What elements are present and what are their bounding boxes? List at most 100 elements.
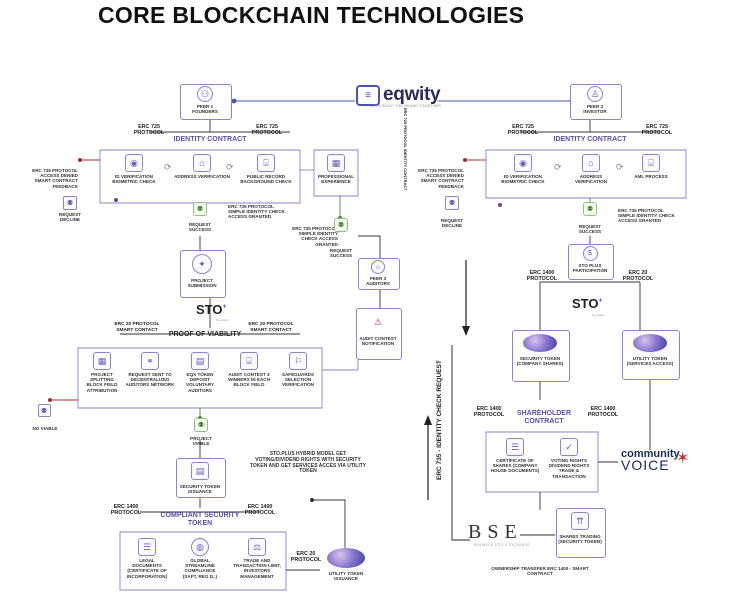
safeguard-icon: ⚐ bbox=[289, 352, 307, 370]
peer2-node: ♙ PEER 2 INVESTOR bbox=[574, 86, 616, 114]
erc20-right: ERC 20 PROTOCOL bbox=[622, 270, 654, 282]
ct-item-2-label: GLOBAL STREAMLINE COMPLIANCE (SAFT, REG … bbox=[182, 558, 218, 579]
shareholder-contract-title: SHAREHOLDER CONTRACT bbox=[516, 410, 572, 425]
sto-participation-node: $ STO PLUS PARTICIPATION bbox=[570, 246, 610, 273]
certificate-label: CERTIFICATE OF SHARES (COMPANY HOUSE DOC… bbox=[490, 458, 540, 474]
address-verification-node: ⌂ ADDRESS VERIFICATION bbox=[174, 154, 230, 179]
proof-of-viability-title: PROOF OF VIABILITY bbox=[168, 331, 242, 338]
request-success-label: REQUEST SUCCESS bbox=[188, 222, 212, 233]
project-viable-node: ⚉ bbox=[190, 418, 212, 432]
shares-trading-node: ⇈ SHARES TRADING (SECURITY TOKEN) bbox=[558, 512, 602, 544]
sto-logo-right-sub: by eqwity bbox=[592, 313, 605, 317]
page-title: CORE BLOCKCHAIN TECHNOLOGIES bbox=[98, 2, 525, 28]
utility-issuance-node: UTILITY TOKEN ISSUANCE bbox=[324, 548, 368, 581]
erc725-label-b: ERC 725 PROTOCOL bbox=[251, 124, 283, 136]
token-blob-icon bbox=[327, 548, 365, 568]
request-decline-node: ⚉ bbox=[58, 196, 82, 210]
compliant-token-title: COMPLIANT SECURITY TOKEN bbox=[160, 512, 240, 527]
utility-token-label: UTILITY TOKEN (SERVICES ACCESS) bbox=[626, 356, 674, 367]
request-success-right-label: REQUEST SUCCESS bbox=[578, 224, 602, 235]
refresh-icon-4: ⟳ bbox=[616, 162, 624, 172]
founders-icon: ⚇ bbox=[197, 86, 213, 102]
erc1400-right-a: ERC 1400 PROTOCOL bbox=[473, 406, 505, 418]
request-success-label-2: REQUEST SUCCESS bbox=[329, 248, 353, 259]
no-viable-label: NO VIABLE bbox=[32, 426, 58, 431]
pov-item-5: ⚐ SAFEGUARDS SELECTION VERIFICATION bbox=[276, 352, 320, 388]
aml-node: ⌸ AML PROCESS bbox=[626, 154, 676, 179]
shares-trading-label: SHARES TRADING (SECURITY TOKEN) bbox=[558, 534, 602, 545]
ownership-transfer-label: OWNERSHIP TRANSFER ERC 1400 - SMART CONT… bbox=[491, 566, 589, 577]
utility-issuance-label: UTILITY TOKEN ISSUANCE bbox=[328, 571, 364, 582]
id-verification-label: ID VERIFICATION BIOMETRIC CHECK bbox=[112, 174, 156, 185]
token-issue-icon: ▤ bbox=[191, 462, 209, 480]
erc735-granted-label: ERC 735 PROTOCOL SIMPLE IDENTITY CHECK A… bbox=[228, 204, 285, 220]
sto-logo-left: STO+ bbox=[196, 302, 227, 317]
erc20-label-c: ERC 20 PROTOCOL bbox=[290, 551, 322, 563]
erc20-smart-b: ERC 20 PROTOCOL SMART CONTACT bbox=[248, 322, 294, 333]
house-icon: ⌂ bbox=[193, 154, 211, 172]
identity-check-vertical-label: ERC 735 - IDENTITY CHECK REQUEST bbox=[436, 360, 443, 480]
request-decline-label: REQUEST DECLINE bbox=[58, 212, 82, 223]
token-deposit-icon: ▤ bbox=[191, 352, 209, 370]
trade-icon: ⚖ bbox=[248, 538, 266, 556]
public-record-label: PUBLIC RECORD BACKGROUND CHECK bbox=[240, 174, 292, 185]
id-verification-right-label: ID VERIFICATION BIOMETRIC CHECK bbox=[501, 174, 545, 185]
contest-icon: ⌸ bbox=[240, 352, 258, 370]
security-token-label: SECURITY TOKEN (COMPANY SHARES) bbox=[516, 356, 564, 367]
erc1400-right-b: ERC 1400 PROTOCOL bbox=[587, 406, 619, 418]
address-verification-label: ADDRESS VERIFICATION bbox=[174, 174, 230, 179]
success-icon-right: ⚉ bbox=[583, 202, 597, 216]
audit-notification-label: AUDIT CONTEST NOTIFICATION bbox=[359, 336, 397, 347]
voting-icon: ✓ bbox=[560, 438, 578, 456]
request-success-node: ⚉ bbox=[188, 202, 212, 216]
erc725-right-b: ERC 725 PROTOCOL bbox=[641, 124, 673, 136]
id-verification-node: ◉ ID VERIFICATION BIOMETRIC CHECK bbox=[104, 154, 164, 184]
project-submission-label: PROJECT SUBMISSION bbox=[187, 278, 217, 289]
request-decline-right-label: REQUEST DECLINE bbox=[440, 218, 464, 229]
refresh-icon: ⟳ bbox=[164, 162, 172, 172]
security-token-node: SECURITY TOKEN (COMPANY SHARES) bbox=[514, 334, 566, 366]
fingerprint-icon-right: ◉ bbox=[514, 154, 532, 172]
viable-icon: ⚉ bbox=[194, 418, 208, 432]
peer3-box bbox=[358, 258, 400, 290]
security-token-issuance-label: SECURITY TOKEN ISSUANCE bbox=[179, 484, 221, 495]
ct-item-1-label: LEGAL DOCUMENTS (CERTIFICATE OF INCORPOR… bbox=[126, 558, 168, 579]
peer2-label: PEER 2 INVESTOR bbox=[583, 104, 607, 115]
erc20-smart-a: ERC 20 PROTOCOL SMART CONTACT bbox=[114, 322, 160, 333]
decline-icon-right: ⚉ bbox=[445, 196, 459, 210]
success-icon-2: ⚉ bbox=[334, 218, 348, 232]
investor-icon: ♙ bbox=[587, 86, 603, 102]
security-token-blob-icon bbox=[523, 334, 557, 352]
address-verification-right-label: ADDRESS VERIFICATION bbox=[574, 174, 608, 185]
legal-doc-icon: ☰ bbox=[138, 538, 156, 556]
project-viable-label: PROJECT VIABLE bbox=[190, 436, 212, 447]
eqwity-tagline: LET'S BUILD THE BRAND TOGETHER bbox=[370, 104, 442, 108]
bse-logo-sub: BUSINESS STOCK EXCHANGE bbox=[474, 543, 530, 547]
voting-node: ✓ VOTING RIGHTS DIVIDEND RIGHTS TRADE & … bbox=[544, 438, 594, 479]
pov-item-2: ⚭ REQUEST SENT TO DECENTRALIZED AUDITORS… bbox=[124, 352, 176, 388]
community-voice-word: VOICE bbox=[621, 457, 670, 473]
pov-item-1-label: PROJECT SPLITTING BLOCK FIELD ATTRIBUTIO… bbox=[86, 372, 118, 393]
blocks-icon: ▦ bbox=[93, 352, 111, 370]
lightbulb-icon: ✦ bbox=[192, 254, 212, 274]
courthouse-icon-right: ⌸ bbox=[642, 154, 660, 172]
public-record-node: ⌸ PUBLIC RECORD BACKGROUND CHECK bbox=[236, 154, 296, 184]
pov-item-2-label: REQUEST SENT TO DECENTRALIZED AUDITORS N… bbox=[125, 372, 175, 388]
peer3-node: ☼ PEER 3 AUDITORS bbox=[360, 260, 396, 286]
bse-logo: BSE bbox=[468, 521, 523, 543]
erc735-granted-right-label: ERC 735 PROTOCOL SIMPLE IDENTITY CHECK A… bbox=[618, 208, 675, 224]
trading-chart-icon: ⇈ bbox=[571, 512, 589, 530]
ct-item-3-label: TRADE AND TRANSACTION LIMIT, INVESTORS M… bbox=[233, 558, 281, 579]
eqwity-mark-icon: ≡ bbox=[356, 84, 380, 106]
ct-item-1: ☰ LEGAL DOCUMENTS (CERTIFICATE OF INCORP… bbox=[124, 538, 170, 579]
erc725-right-a: ERC 725 PROTOCOL bbox=[507, 124, 539, 136]
utility-token-node: UTILITY TOKEN (SERVICES ACCESS) bbox=[624, 334, 676, 366]
participation-icon: $ bbox=[582, 246, 598, 261]
pov-item-4: ⌸ AUDIT CONTEST 3 WINNERS IN EACH BLOCK … bbox=[226, 352, 272, 388]
siren-icon: ⚠ bbox=[373, 316, 383, 327]
erc1400-right: ERC 1400 PROTOCOL bbox=[526, 270, 558, 282]
request-success-node-2: ⚉ bbox=[330, 218, 352, 232]
pov-item-4-label: AUDIT CONTEST 3 WINNERS IN EACH BLOCK FI… bbox=[228, 372, 270, 388]
professional-node: ▦ PROFESSIONAL EXPERIENCE bbox=[316, 154, 356, 184]
pov-item-1: ▦ PROJECT SPLITTING BLOCK FIELD ATTRIBUT… bbox=[82, 352, 122, 393]
